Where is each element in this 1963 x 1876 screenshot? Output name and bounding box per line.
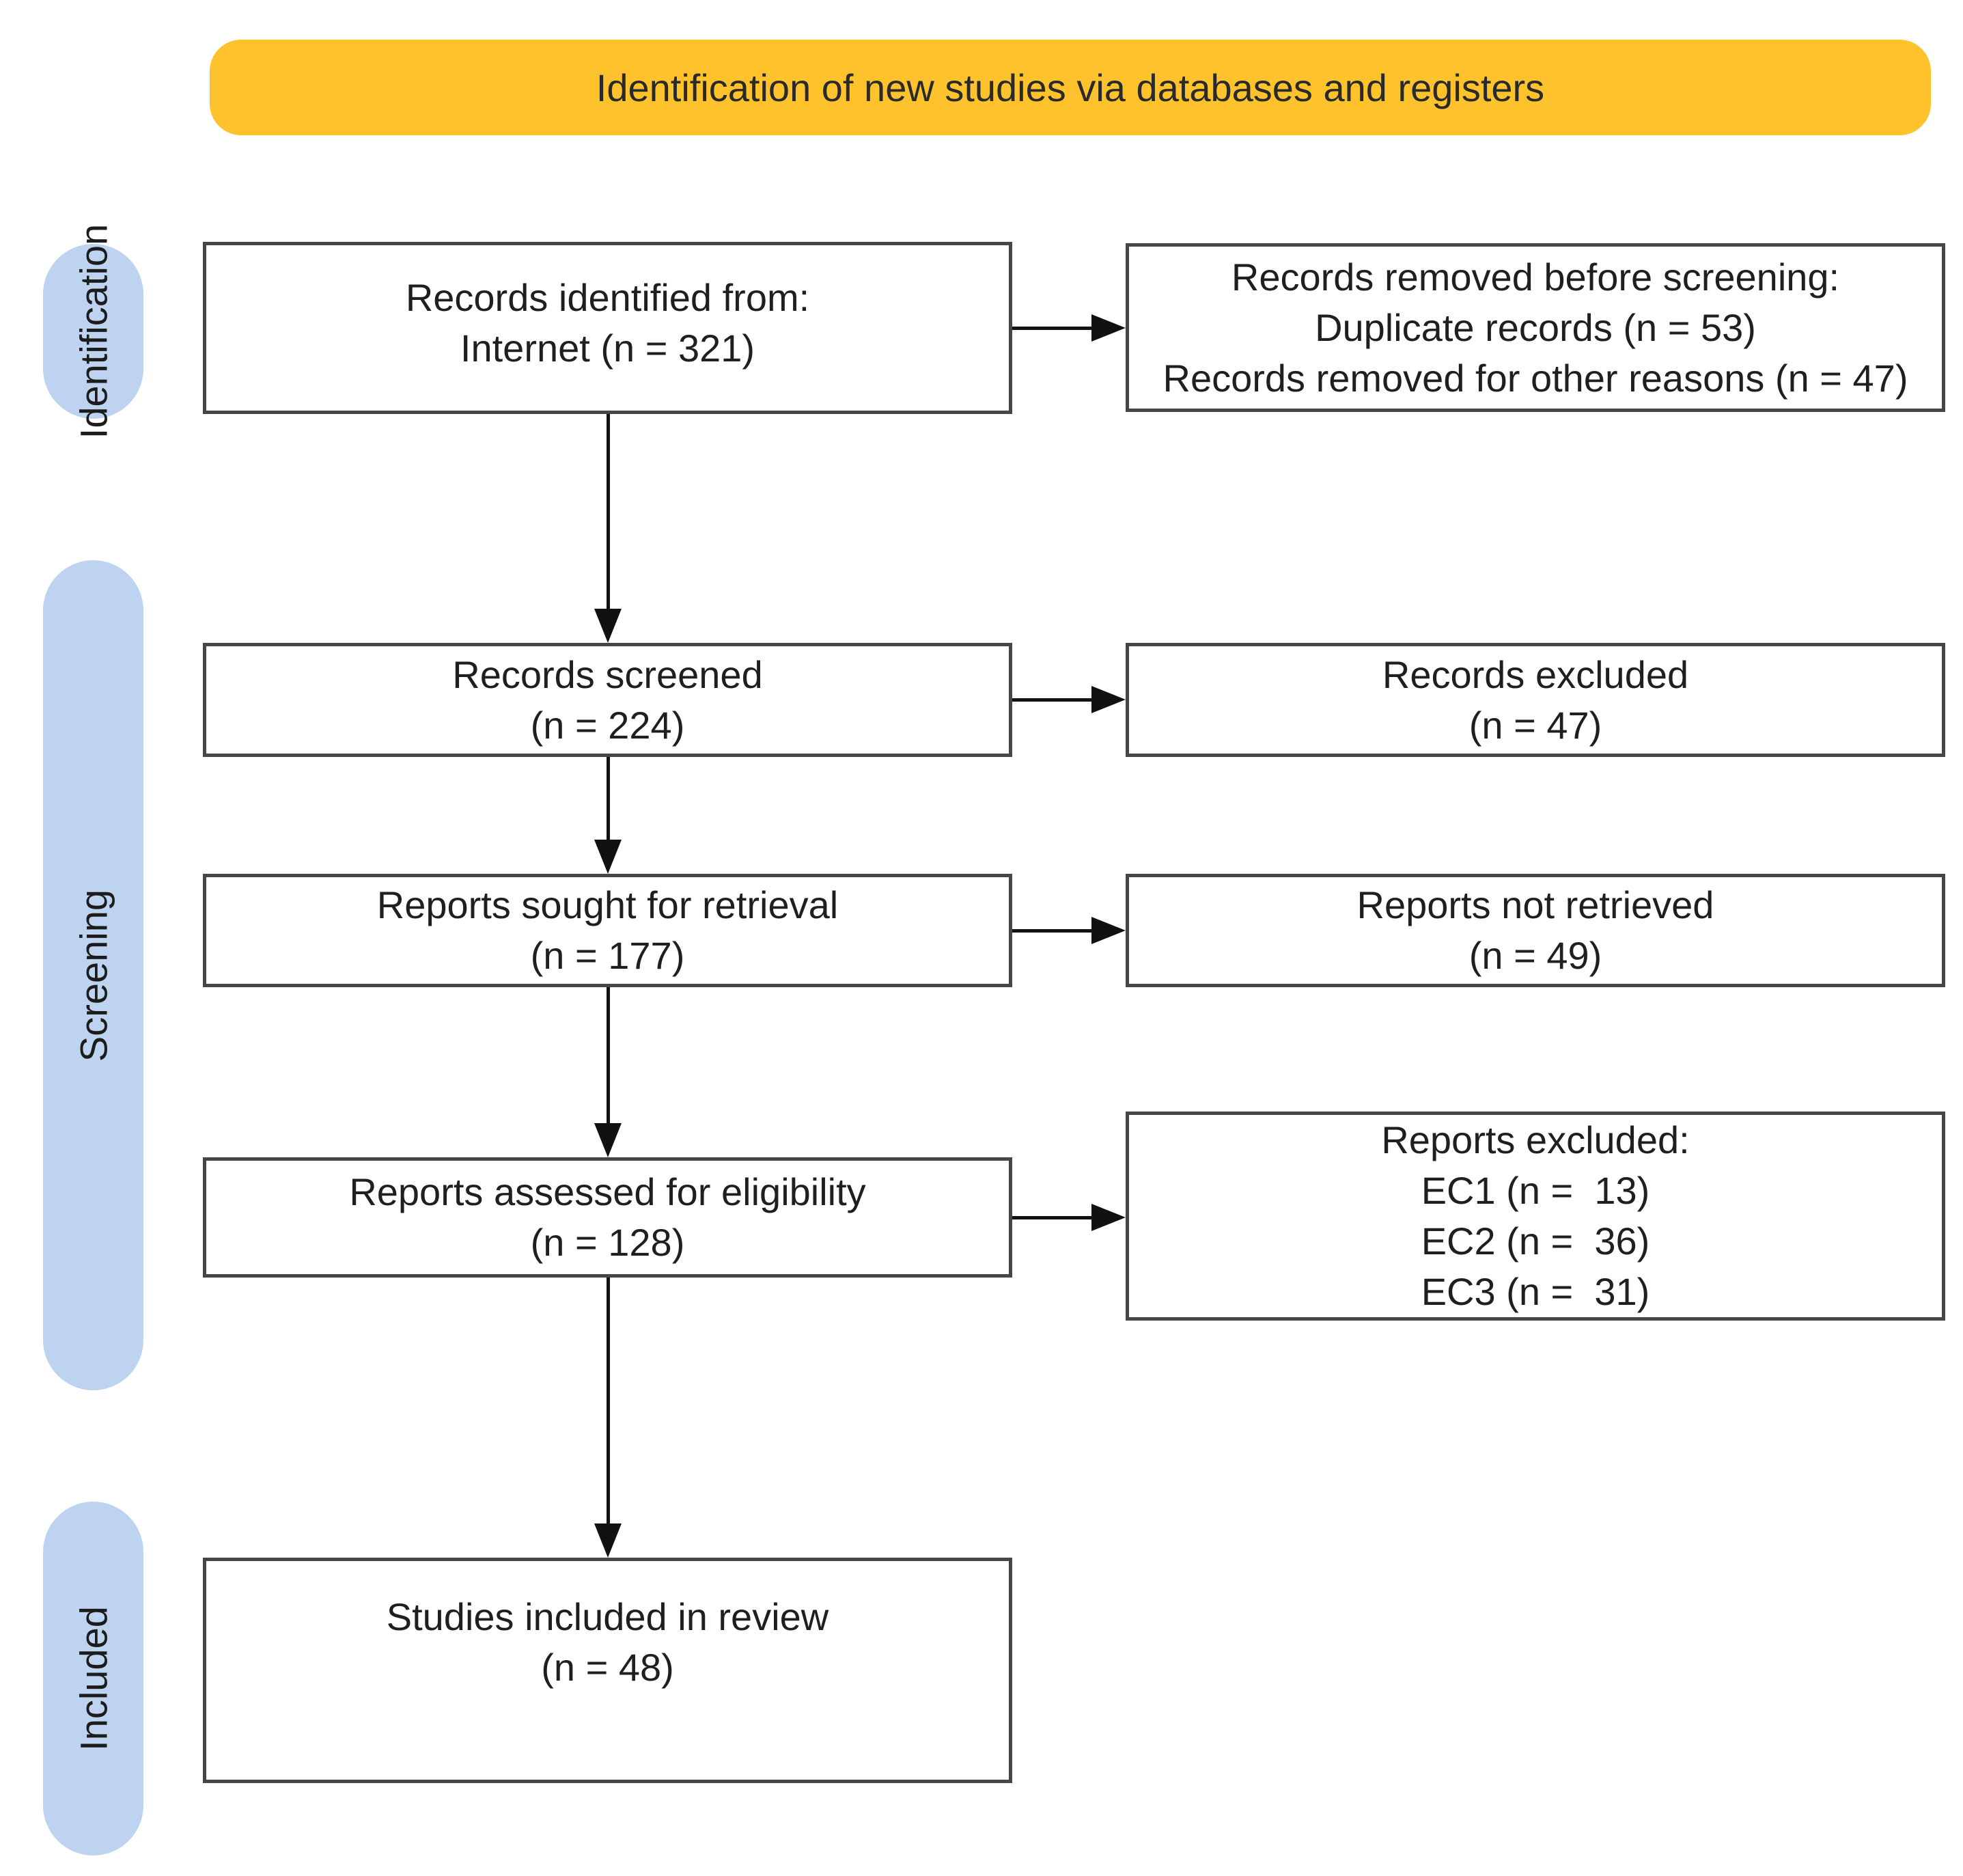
arrow-assessed-to-reportsexcluded-shaft <box>1012 1216 1091 1219</box>
box-records-removed: Records removed before screening: Duplic… <box>1126 243 1945 412</box>
banner-title: Identification of new studies via databa… <box>596 66 1545 109</box>
box-records-excluded-text: Records excluded (n = 47) <box>1382 652 1689 747</box>
box-reports-assessed: Reports assessed for eligibility (n = 12… <box>203 1157 1012 1278</box>
box-records-screened: Records screened (n = 224) <box>203 643 1012 757</box>
box-records-removed-text: Records removed before screening: Duplic… <box>1163 255 1908 400</box>
arrow-assessed-to-reportsexcluded-head <box>1091 1204 1126 1231</box>
box-records-screened-text: Records screened (n = 224) <box>452 652 763 747</box>
arrow-identified-to-screened-head <box>594 609 622 643</box>
arrow-sought-to-assessed-head <box>594 1123 622 1157</box>
box-records-identified: Records identified from: Internet (n = 3… <box>203 242 1012 414</box>
stage-label-included: Included <box>72 1606 115 1751</box>
arrow-screened-to-excluded-head <box>1091 686 1126 713</box>
stage-label-identification: Identification <box>72 223 115 439</box>
arrow-identified-to-screened-shaft <box>607 414 610 609</box>
stage-pill-screening: Screening <box>43 560 143 1390</box>
arrow-assessed-to-included-shaft <box>607 1278 610 1523</box>
arrow-identified-to-removed-shaft <box>1012 327 1091 330</box>
box-studies-included: Studies included in review (n = 48) <box>203 1558 1012 1783</box>
box-reports-assessed-text: Reports assessed for eligibility (n = 12… <box>349 1170 866 1264</box>
box-records-identified-text: Records identified from: Internet (n = 3… <box>405 276 810 370</box>
box-reports-excluded-text: Reports excluded: EC1 (n = 13) EC2 (n = … <box>1381 1118 1690 1313</box>
arrow-screened-to-sought-shaft <box>607 757 610 840</box>
box-reports-excluded: Reports excluded: EC1 (n = 13) EC2 (n = … <box>1126 1112 1945 1321</box>
arrow-screened-to-excluded-shaft <box>1012 698 1091 702</box>
arrow-identified-to-removed-head <box>1091 314 1126 342</box>
arrow-assessed-to-included-head <box>594 1523 622 1558</box>
box-reports-not-retrieved: Reports not retrieved (n = 49) <box>1126 874 1945 987</box>
arrow-sought-to-notretrieved-shaft <box>1012 929 1091 933</box>
box-reports-sought-text: Reports sought for retrieval (n = 177) <box>376 883 839 977</box>
box-reports-sought: Reports sought for retrieval (n = 177) <box>203 874 1012 987</box>
banner: Identification of new studies via databa… <box>210 40 1931 135</box>
box-records-excluded: Records excluded (n = 47) <box>1126 643 1945 757</box>
arrow-screened-to-sought-head <box>594 840 622 874</box>
box-studies-included-text: Studies included in review (n = 48) <box>386 1595 829 1689</box>
arrow-sought-to-notretrieved-head <box>1091 917 1126 944</box>
stage-pill-included: Included <box>43 1502 143 1856</box>
stage-pill-identification: Identification <box>43 224 143 439</box>
stage-label-screening: Screening <box>72 889 115 1062</box>
arrow-sought-to-assessed-shaft <box>607 987 610 1123</box>
box-reports-not-retrieved-text: Reports not retrieved (n = 49) <box>1356 883 1714 977</box>
